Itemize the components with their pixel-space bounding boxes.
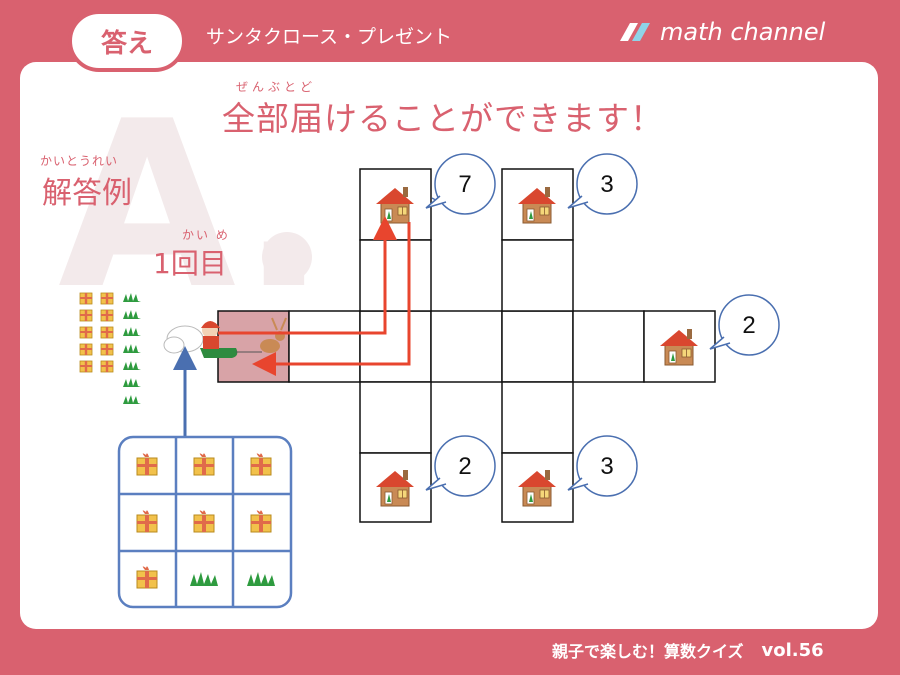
grid-cell <box>359 239 432 312</box>
background-dot <box>262 232 312 282</box>
grass-icon <box>123 378 141 387</box>
grid-cell <box>359 381 432 454</box>
grass-icon <box>123 361 141 370</box>
grass-icon <box>123 293 141 302</box>
bubble-house-bottom-right <box>567 435 638 497</box>
present-icon <box>100 343 114 356</box>
bubble-house-bottom-left <box>425 435 496 497</box>
headline: 全部届けることができます！ <box>222 99 664 138</box>
present-icon <box>100 360 114 373</box>
footer-series: 親子で楽しむ！算数クイズ <box>552 642 744 661</box>
bubble-house-top-left <box>425 153 496 215</box>
grid-cell <box>359 310 432 383</box>
path-arrow-back <box>252 222 411 376</box>
house-count: 2 <box>458 453 471 480</box>
answer-tab: 答え <box>68 10 186 72</box>
house-count: 3 <box>600 171 613 198</box>
bubble-house-top-right <box>567 153 638 215</box>
round-ruby: かい め <box>182 228 230 242</box>
header-title: サンタクロース・プレゼント <box>206 26 453 48</box>
grass-icon <box>123 327 141 336</box>
present-icon <box>100 326 114 339</box>
footer: 親子で楽しむ！算数クイズ vol.56 <box>552 638 824 662</box>
solution-ruby: かいとうれい <box>40 154 119 168</box>
present-icon <box>79 343 93 356</box>
grass-icon <box>123 344 141 353</box>
grid-cell <box>572 310 645 383</box>
present-icon <box>79 309 93 322</box>
background-letter: A. <box>58 73 328 340</box>
santa-sleigh-icon <box>163 317 287 358</box>
footer-volume: vol.56 <box>761 639 824 661</box>
house-count: 7 <box>458 171 471 198</box>
grass-icon <box>123 395 141 404</box>
grass-icon <box>123 310 141 319</box>
path-arrow-out <box>218 216 397 335</box>
house-count: 3 <box>600 453 613 480</box>
brand-name: math channel <box>660 18 826 46</box>
brand-logo: math channel <box>618 18 825 46</box>
grid-cell <box>501 239 574 312</box>
present-icon <box>100 292 114 305</box>
present-icon <box>79 326 93 339</box>
headline-ruby: ぜんぶとど <box>236 80 317 94</box>
grid-cell <box>430 310 503 383</box>
round-label: 1回目 <box>153 247 227 280</box>
present-icon <box>79 292 93 305</box>
bubble-house-right <box>709 294 780 356</box>
present-icon <box>100 309 114 322</box>
house-count: 2 <box>742 312 755 339</box>
grid-cell <box>501 381 574 454</box>
brand-icon <box>620 23 650 41</box>
solution-label: 解答例 <box>42 176 132 211</box>
grid-cell <box>501 310 574 383</box>
sleigh-inventory <box>79 292 141 404</box>
grid-cell <box>288 310 361 383</box>
answer-label: 答え <box>100 28 153 59</box>
present-icon <box>79 360 93 373</box>
